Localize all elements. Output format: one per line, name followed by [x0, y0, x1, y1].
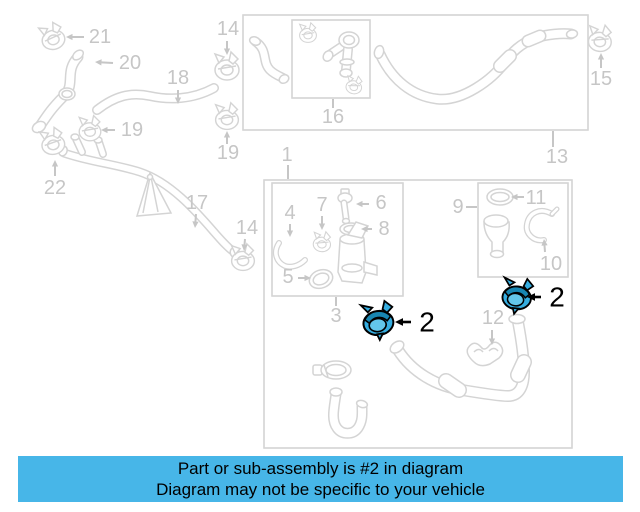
clamp-7-graphic [312, 230, 333, 253]
banner-line1: Part or sub-assembly is #2 in diagram [177, 459, 464, 478]
part-callout-12: 12 [482, 307, 504, 345]
housing-3-graphic [337, 221, 378, 284]
clamp-15-graphic [586, 23, 614, 54]
svg-text:12: 12 [482, 307, 504, 329]
part-callout-3: 3 [330, 297, 342, 327]
clamp-19-left-graphic [78, 114, 102, 142]
part-callout-13: 13 [546, 131, 568, 168]
svg-text:13: 13 [546, 146, 568, 168]
part-callout-8: 8 [361, 218, 390, 240]
part-callout-15: 15 [590, 53, 612, 90]
hose-20-graphic [31, 49, 85, 134]
svg-text:20: 20 [119, 52, 141, 74]
fitting-9-graphic [483, 214, 510, 259]
box-9-frame [477, 182, 569, 278]
svg-text:14: 14 [217, 18, 239, 40]
svg-text:1: 1 [281, 144, 292, 166]
clamp-21-graphic [37, 19, 68, 53]
svg-text:16: 16 [322, 106, 344, 128]
part-callout-19: 19 [101, 119, 143, 141]
part-callout-14: 14 [236, 217, 258, 251]
t-fitting-16-graphic [322, 31, 360, 78]
part-callout-4: 4 [284, 202, 296, 237]
part-callout-10: 10 [540, 239, 562, 275]
spring-clamp-10-graphic [523, 206, 560, 244]
svg-text:5: 5 [282, 266, 293, 288]
clamp-in-box16-top-graphic [299, 22, 317, 43]
gasket-4-graphic [272, 240, 308, 270]
hose-17-graphic [58, 133, 241, 260]
svg-text:10: 10 [540, 253, 562, 275]
svg-text:8: 8 [378, 218, 389, 240]
svg-text:9: 9 [452, 196, 463, 218]
box-13-frame [242, 14, 589, 131]
part-callout-6: 6 [356, 192, 387, 214]
svg-text:21: 21 [89, 26, 111, 48]
part-callout-5: 5 [282, 266, 311, 288]
part-callout-22: 22 [44, 160, 66, 199]
part-callout-20: 20 [95, 52, 141, 74]
part-callout-7: 7 [316, 194, 328, 230]
svg-text:19: 19 [121, 119, 143, 141]
part-callout-21: 21 [66, 26, 111, 48]
part-callout-2: 2 [395, 307, 435, 338]
svg-text:17: 17 [186, 192, 208, 214]
hose-18-graphic [92, 83, 219, 115]
info-banner: Part or sub-assembly is #2 in diagram Di… [18, 456, 623, 502]
highlighted-clamp-left [359, 298, 398, 343]
svg-text:2: 2 [549, 282, 565, 313]
part-callout-16: 16 [322, 99, 344, 128]
oring-11-graphic [486, 188, 514, 206]
svg-text:22: 22 [44, 177, 66, 199]
box-1-frame [263, 179, 573, 449]
oring-5-graphic [308, 268, 334, 290]
part-callout-2: 2 [527, 282, 565, 313]
clamp-14-top-graphic [214, 51, 240, 81]
part-callout-17: 17 [186, 192, 208, 228]
part-callout-19: 19 [217, 131, 239, 164]
part-callout-9: 9 [452, 196, 477, 218]
svg-text:7: 7 [316, 194, 327, 216]
svg-text:4: 4 [284, 202, 295, 224]
hose-in-box13-right-graphic [373, 28, 579, 105]
svg-text:2: 2 [419, 307, 435, 338]
part-callout-11: 11 [511, 187, 546, 209]
highlighted-clamp-right [499, 275, 535, 317]
svg-text:14: 14 [236, 217, 258, 239]
lower-hose-graphic [389, 313, 532, 402]
banner-line2: Diagram may not be specific to your vehi… [156, 480, 485, 499]
part-callout-18: 18 [167, 67, 189, 104]
hose-in-box13-left-graphic [248, 36, 290, 85]
part-callout-14: 14 [217, 18, 239, 55]
part-callout-1: 1 [281, 144, 293, 179]
svg-text:15: 15 [590, 68, 612, 90]
svg-text:11: 11 [526, 187, 547, 209]
svg-text:18: 18 [167, 67, 189, 89]
clip-12-graphic [466, 341, 504, 367]
svg-text:19: 19 [217, 142, 239, 164]
box-3-frame [271, 182, 404, 297]
svg-text:6: 6 [375, 192, 386, 214]
clamp-19-right-graphic [214, 102, 240, 131]
sensor-6-graphic [337, 188, 353, 225]
box-16-frame [291, 19, 371, 99]
u-hose-graphic [328, 387, 369, 439]
worm-clamp-graphic [312, 360, 352, 380]
svg-text:3: 3 [330, 305, 341, 327]
